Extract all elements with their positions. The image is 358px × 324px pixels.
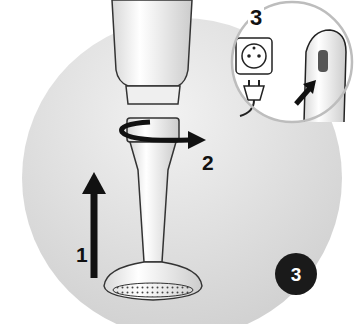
plug-in-arrow-head bbox=[303, 80, 316, 94]
socket-hole bbox=[247, 54, 251, 58]
step-number: 3 bbox=[248, 6, 264, 30]
inset-ring bbox=[232, 2, 352, 122]
socket-hole bbox=[257, 54, 261, 58]
twist-arrow-head bbox=[188, 131, 206, 149]
wall-socket bbox=[236, 38, 272, 74]
step-badge: 3 bbox=[274, 252, 318, 296]
socket-face bbox=[242, 44, 266, 68]
motor-coupling bbox=[126, 86, 180, 104]
blender-handle bbox=[304, 30, 346, 122]
twist-arrow bbox=[122, 122, 190, 140]
speed-button bbox=[318, 50, 328, 72]
motor-body bbox=[112, 0, 192, 86]
push-arrow bbox=[91, 190, 98, 278]
badge-fill bbox=[275, 253, 317, 295]
blade-guard-holes bbox=[113, 283, 193, 297]
push-arrow-head bbox=[82, 172, 106, 194]
plug-pins bbox=[249, 80, 259, 86]
blade-guard bbox=[104, 262, 202, 300]
socket-earth bbox=[253, 47, 256, 50]
plug bbox=[244, 86, 264, 100]
plug-in-arrow bbox=[296, 88, 310, 104]
inset-circle: 3 bbox=[230, 0, 354, 124]
inset-fill bbox=[232, 2, 352, 122]
callout-number: 2 bbox=[202, 152, 214, 173]
blender-shaft bbox=[130, 142, 176, 262]
callout-number: 1 bbox=[76, 244, 88, 265]
badge-number: 3 bbox=[289, 264, 304, 285]
